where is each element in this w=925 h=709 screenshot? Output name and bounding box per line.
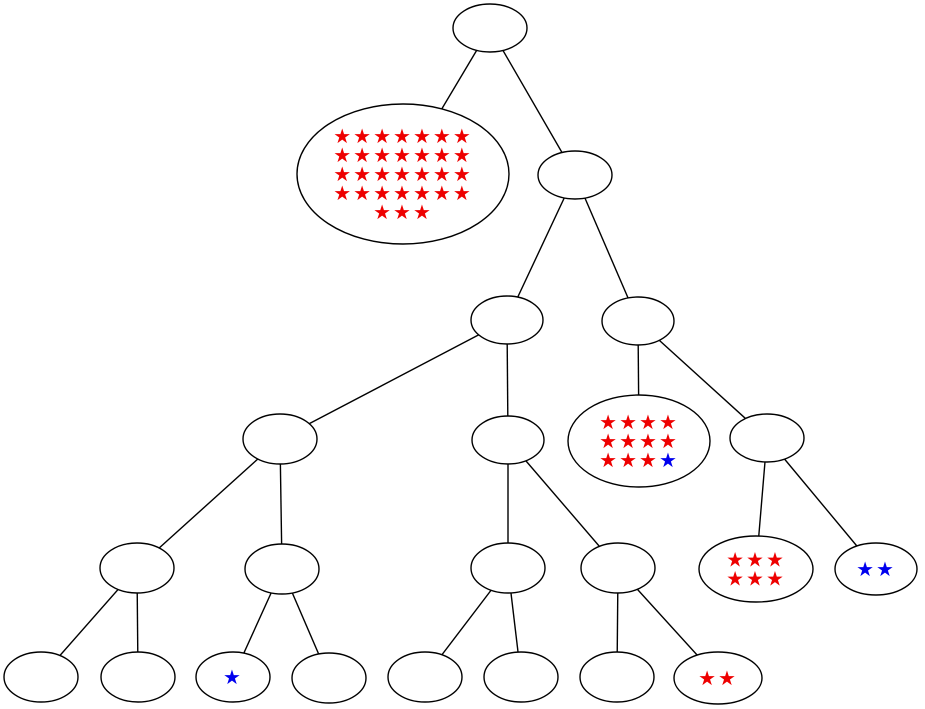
red-star-icon: ★ (599, 410, 619, 434)
red-star-icon: ★ (393, 200, 413, 224)
red-star-icon: ★ (453, 143, 473, 167)
red-star-icon: ★ (413, 124, 433, 148)
node-n4 (601, 296, 675, 346)
red-star-icon: ★ (619, 448, 639, 472)
red-star-icon: ★ (333, 181, 353, 205)
node-stars-6r-star-row: ★★★ (726, 548, 786, 572)
red-star-icon: ★ (746, 548, 766, 572)
red-star-icon: ★ (433, 162, 453, 186)
node-leaf1 (3, 651, 79, 703)
red-star-icon: ★ (353, 181, 373, 205)
red-star-icon: ★ (393, 124, 413, 148)
red-star-icon: ★ (659, 410, 679, 434)
red-star-icon: ★ (718, 666, 738, 690)
red-star-icon: ★ (619, 429, 639, 453)
red-star-icon: ★ (373, 181, 393, 205)
node-stars-31r-star-row: ★★★★★★★ (333, 181, 473, 205)
red-star-icon: ★ (433, 181, 453, 205)
red-star-icon: ★ (333, 143, 353, 167)
node-leaf5 (483, 651, 559, 703)
node-stars-31r (296, 103, 510, 245)
node-n6 (471, 415, 545, 465)
red-star-icon: ★ (353, 143, 373, 167)
node-stars-2b-star-row: ★★ (856, 557, 896, 581)
red-star-icon: ★ (413, 181, 433, 205)
blue-star-icon: ★ (856, 557, 876, 581)
node-leaf3 (291, 652, 367, 704)
red-star-icon: ★ (453, 181, 473, 205)
node-leaf6 (579, 651, 655, 703)
edge-n2-n4 (574, 174, 639, 322)
red-star-icon: ★ (393, 162, 413, 186)
node-n8 (99, 542, 175, 594)
edge-n2-n3 (506, 174, 576, 321)
node-stars-2b (834, 542, 918, 596)
red-star-icon: ★ (373, 200, 393, 224)
node-stars-31r-star-row: ★★★★★★★ (333, 162, 473, 186)
red-star-icon: ★ (599, 429, 619, 453)
red-star-icon: ★ (746, 567, 766, 591)
red-star-icon: ★ (373, 143, 393, 167)
red-star-icon: ★ (333, 124, 353, 148)
node-root (452, 3, 528, 53)
node-stars-11r-1b-star-row: ★★★★ (599, 448, 679, 472)
red-star-icon: ★ (453, 162, 473, 186)
red-star-icon: ★ (353, 162, 373, 186)
red-star-icon: ★ (639, 410, 659, 434)
node-stars-1b-star-row: ★ (223, 665, 243, 689)
red-star-icon: ★ (639, 429, 659, 453)
red-star-icon: ★ (393, 181, 413, 205)
red-star-icon: ★ (766, 548, 786, 572)
edge-n5-n8 (136, 438, 281, 569)
red-star-icon: ★ (353, 124, 373, 148)
red-star-icon: ★ (393, 143, 413, 167)
node-stars-11r-1b-star-row: ★★★★ (599, 410, 679, 434)
node-n10 (470, 542, 546, 594)
red-star-icon: ★ (413, 162, 433, 186)
node-leaf2 (100, 651, 176, 703)
red-star-icon: ★ (619, 410, 639, 434)
node-n5 (242, 413, 318, 465)
red-star-icon: ★ (433, 124, 453, 148)
node-n3 (470, 295, 544, 345)
blue-star-icon: ★ (223, 665, 243, 689)
node-n9 (244, 543, 320, 595)
node-stars-31r-star-row: ★★★★★★★ (333, 143, 473, 167)
node-leaf4 (387, 651, 463, 703)
red-star-icon: ★ (766, 567, 786, 591)
node-n11 (580, 542, 656, 594)
node-stars-6r (698, 535, 814, 603)
red-star-icon: ★ (413, 143, 433, 167)
edge-n3-n5 (279, 319, 508, 440)
red-star-icon: ★ (453, 124, 473, 148)
node-n2 (537, 150, 613, 200)
red-star-icon: ★ (373, 124, 393, 148)
red-star-icon: ★ (373, 162, 393, 186)
node-stars-2r (673, 651, 763, 705)
blue-star-icon: ★ (876, 557, 896, 581)
node-stars-31r-star-row: ★★★★★★★ (333, 124, 473, 148)
red-star-icon: ★ (659, 429, 679, 453)
red-star-icon: ★ (726, 567, 746, 591)
node-stars-11r-1b-star-row: ★★★★ (599, 429, 679, 453)
red-star-icon: ★ (726, 548, 746, 572)
node-stars-1b (195, 651, 271, 703)
red-star-icon: ★ (639, 448, 659, 472)
node-stars-6r-star-row: ★★★ (726, 567, 786, 591)
node-n7 (729, 413, 805, 463)
node-stars-2r-star-row: ★★ (698, 666, 738, 690)
red-star-icon: ★ (698, 666, 718, 690)
red-star-icon: ★ (599, 448, 619, 472)
red-star-icon: ★ (433, 143, 453, 167)
red-star-icon: ★ (413, 200, 433, 224)
edge-root-n2 (489, 27, 576, 176)
node-stars-11r-1b (567, 394, 711, 488)
node-stars-31r-star-row: ★★★ (373, 200, 433, 224)
red-star-icon: ★ (333, 162, 353, 186)
blue-star-icon: ★ (659, 448, 679, 472)
